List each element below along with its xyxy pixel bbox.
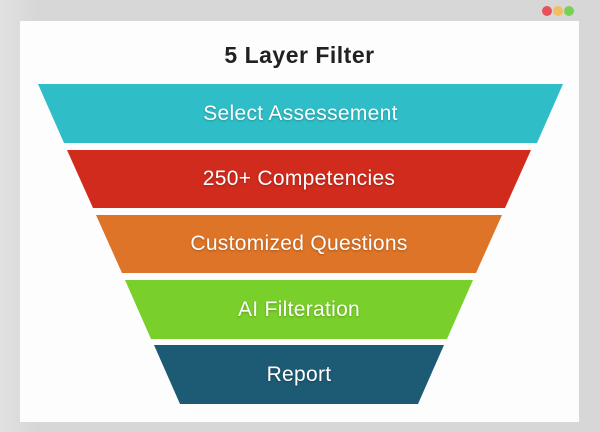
close-button[interactable]: [542, 6, 552, 16]
funnel-layer-report: Report: [154, 345, 444, 404]
funnel-layer-label: Report: [266, 362, 332, 386]
funnel-layer-competencies: 250+ Competencies: [67, 150, 531, 208]
window-controls: [542, 6, 574, 16]
funnel-diagram: Select Assessement 250+ Competencies Cus…: [20, 21, 579, 422]
funnel-layer-label: Customized Questions: [190, 232, 408, 255]
funnel-layer-select-assessment: Select Assessement: [38, 84, 563, 143]
diagram-title: 5 Layer Filter: [224, 42, 375, 68]
funnel-layer-label: 250+ Competencies: [202, 167, 396, 190]
canvas-card: 5 Layer Filter Select Assessement 250+ C…: [20, 21, 579, 422]
minimize-button[interactable]: [553, 6, 563, 16]
maximize-button[interactable]: [564, 6, 574, 16]
funnel-layer-ai-filteration: AI Filteration: [125, 280, 473, 339]
funnel-layer-label: Select Assessement: [203, 101, 398, 125]
funnel-layer-label: AI Filteration: [237, 297, 361, 321]
funnel-layer-customized-questions: Customized Questions: [96, 215, 502, 273]
